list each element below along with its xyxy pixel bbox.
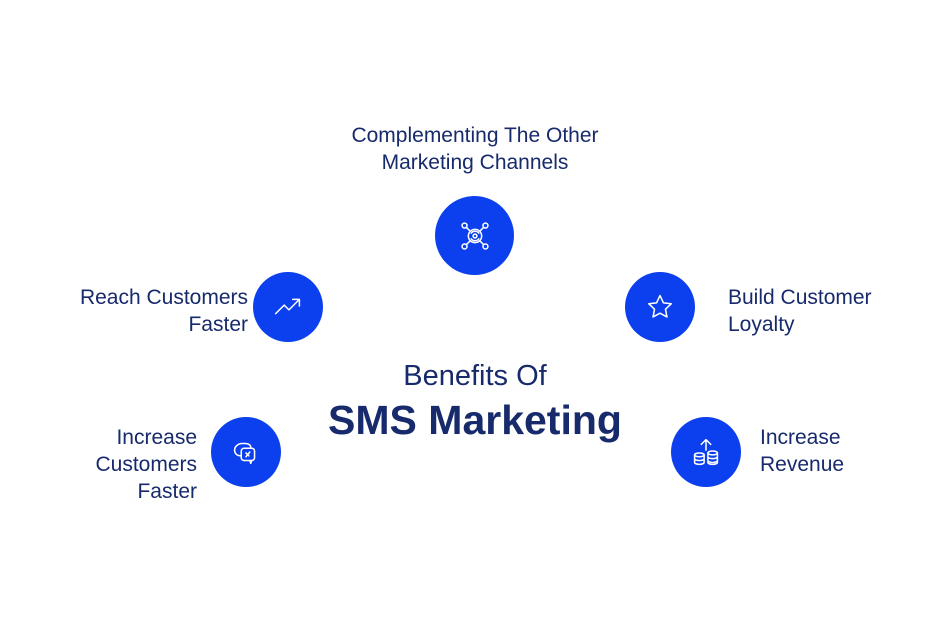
network-hub-icon [435, 196, 514, 275]
benefit-label-complementing: Complementing The Other Marketing Channe… [300, 122, 650, 176]
label-line: Complementing The Other [351, 124, 599, 147]
benefit-label-loyalty: Build Customer Loyalty [728, 284, 948, 338]
center-title: Benefits Of SMS Marketing [300, 358, 650, 446]
label-line: Reach Customers [79, 286, 248, 309]
label-line: Loyalty [728, 313, 795, 336]
trend-up-icon [253, 272, 323, 342]
label-line: Marketing Channels [381, 151, 569, 174]
label-line: Customers [95, 453, 197, 476]
label-line: Faster [188, 313, 248, 336]
benefit-label-increase-customers: Increase Customers Faster [20, 424, 197, 505]
title-line-2: SMS Marketing [328, 397, 622, 443]
label-line: Build Customer [728, 286, 872, 309]
label-line: Increase [116, 426, 197, 449]
chat-bubbles-icon [211, 417, 281, 487]
benefit-label-reach: Reach Customers Faster [20, 284, 248, 338]
label-line: Revenue [760, 453, 845, 476]
label-line: Increase [760, 426, 841, 449]
title-line-1: Benefits Of [403, 360, 547, 392]
coins-arrow-up-icon [671, 417, 741, 487]
benefit-label-revenue: Increase Revenue [760, 424, 940, 478]
star-icon [625, 272, 695, 342]
label-line: Faster [137, 480, 197, 503]
